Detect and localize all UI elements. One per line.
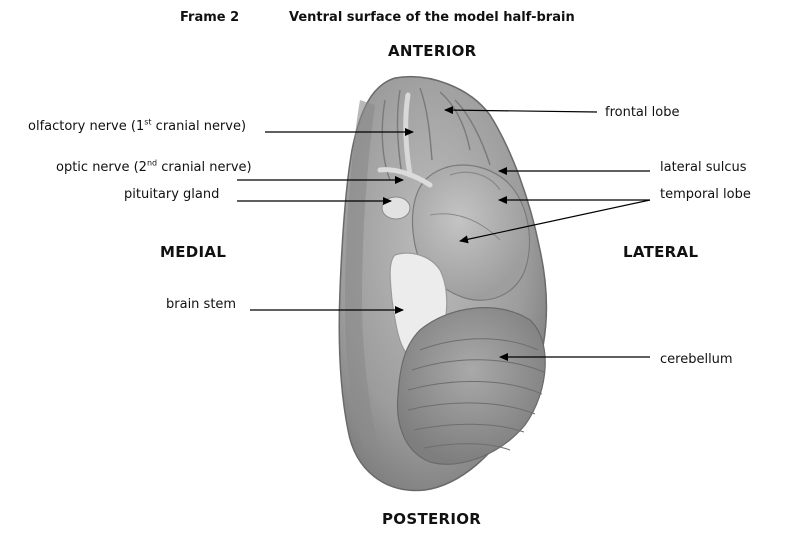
label-optic-nerve: optic nerve (2nd cranial nerve) [56,158,252,175]
frame-label: Frame 2 [180,10,240,25]
orientation-medial: MEDIAL [160,243,227,261]
label-temporal-lobe: temporal lobe [660,187,751,202]
orientation-anterior: ANTERIOR [388,42,477,60]
medial-surface [345,100,378,450]
label-frontal-lobe: frontal lobe [605,105,680,120]
cerebellum-shape [396,307,546,465]
arrow-frontal-lobe [444,106,598,115]
label-cerebellum: cerebellum [660,352,733,367]
label-lateral-sulcus: lateral sulcus [660,160,747,175]
diagram-title: Ventral surface of the model half-brain [289,10,575,25]
optic-nerve [377,167,433,188]
label-brain-stem: brain stem [166,297,237,312]
cerebellum-folia [407,338,545,451]
label-olfactory-nerve: olfactory nerve (1st cranial nerve) [28,117,247,134]
arrow-temporal-lobe-2 [459,199,651,244]
orientation-posterior: POSTERIOR [382,510,482,528]
orientation-lateral: LATERAL [623,243,699,261]
frontal-lobe [381,87,491,181]
label-pituitary-gland: pituitary gland [124,187,220,202]
pituitary-gland-shape [381,196,411,220]
